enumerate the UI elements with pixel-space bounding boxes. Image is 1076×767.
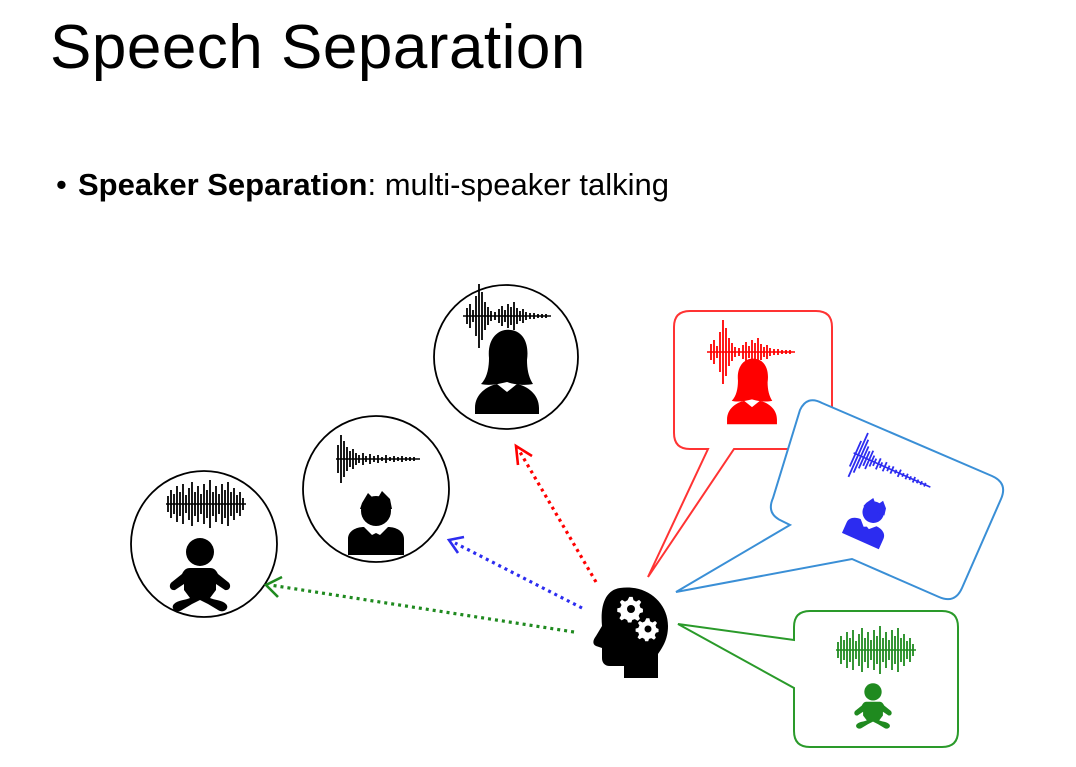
bullet-marker: • [56,167,67,202]
red-dotted-arrow [514,443,598,583]
blue-speech-bubble [675,399,1005,601]
bullet-bold-text: Speaker Separation [78,167,368,202]
slide-title: Speech Separation [50,13,586,82]
head-gears-icon [593,587,668,678]
bullet-rest-text: : multi-speaker talking [367,167,669,202]
green-speech-bubble [677,610,959,748]
red-speech-bubble [647,310,833,578]
green-dotted-arrow [263,575,575,634]
blue-dotted-arrow [446,535,583,610]
woman-circle [433,283,579,430]
baby-circle [130,470,278,618]
bullet-point: • Speaker Separation: multi-speaker talki… [56,166,669,203]
man-circle [302,415,450,563]
